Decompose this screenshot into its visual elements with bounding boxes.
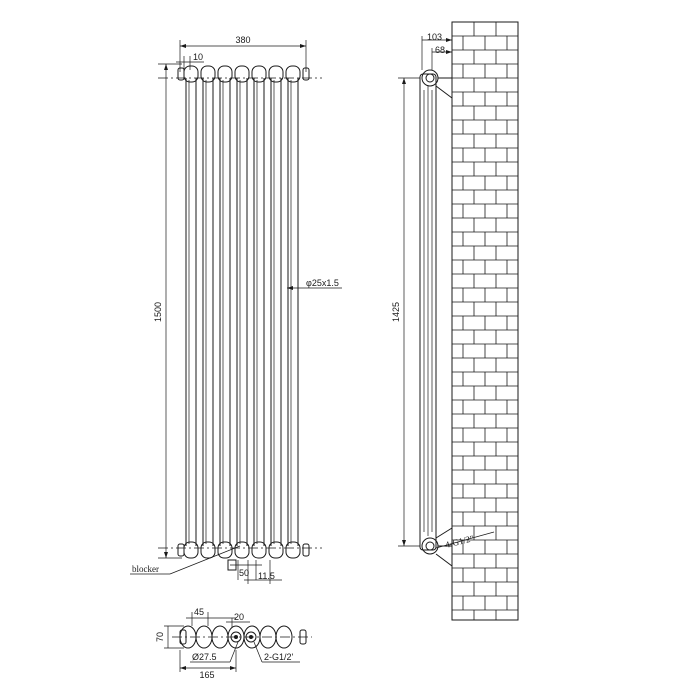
plan-connection-label: 2-G1/2' bbox=[264, 652, 294, 662]
width-label: 380 bbox=[235, 35, 250, 45]
plan-centre-label: 165 bbox=[199, 670, 214, 680]
gap-dimension bbox=[176, 56, 204, 70]
end-cap-left-bottom bbox=[177, 543, 185, 557]
plan-lobe bbox=[275, 625, 293, 649]
bottom-knuckle bbox=[251, 541, 267, 559]
top-knuckle bbox=[200, 65, 216, 83]
blocker-leader bbox=[169, 545, 241, 575]
side-thread-label: 4-G1/2" bbox=[444, 533, 475, 550]
plan-view: 45 20 70 Ø27.5 2-G1/2' 165 bbox=[155, 607, 312, 680]
spacing-label: 50 bbox=[239, 568, 249, 578]
side-centres-label: 1425 bbox=[391, 302, 401, 322]
bottom-knuckle bbox=[200, 541, 216, 559]
plan-depth-label: 70 bbox=[155, 632, 165, 642]
plan-cap-right bbox=[299, 629, 307, 645]
height-dimension bbox=[158, 63, 182, 559]
tube-label: φ25x1.5 bbox=[306, 278, 339, 288]
blocker-label: blocker bbox=[132, 564, 159, 574]
bottom-knuckle bbox=[217, 541, 233, 559]
side-view: 103 68 1425 4-G1/2" bbox=[391, 21, 519, 621]
radiator-columns bbox=[185, 78, 299, 546]
side-offset-label: 103 bbox=[427, 32, 442, 42]
top-knuckle bbox=[217, 65, 233, 83]
end-cap-left-top bbox=[177, 67, 185, 81]
front-top-header bbox=[177, 65, 310, 83]
plan-cap-left bbox=[179, 629, 187, 645]
bottom-knuckle bbox=[234, 541, 250, 559]
top-knuckle bbox=[251, 65, 267, 83]
top-knuckle bbox=[234, 65, 250, 83]
front-view: 380 10 1500 φ25x1.5 blocker bbox=[130, 35, 342, 584]
width-dimension bbox=[179, 40, 307, 72]
bottom-knuckle bbox=[268, 541, 284, 559]
brick-pattern bbox=[452, 21, 518, 620]
bottom-knuckle bbox=[285, 541, 301, 559]
plan-column-lobes bbox=[179, 625, 307, 649]
gap-label: 10 bbox=[193, 52, 203, 62]
top-knuckle bbox=[285, 65, 301, 83]
spacing-dimension bbox=[230, 560, 282, 584]
plan-connection-left bbox=[230, 631, 242, 643]
side-depth-label: 68 bbox=[435, 45, 445, 55]
end-cap-right-bottom bbox=[302, 543, 310, 557]
front-bottom-header bbox=[177, 541, 310, 559]
plan-connection-right bbox=[245, 631, 257, 643]
plan-gap-label: 20 bbox=[234, 612, 244, 622]
plan-diameter-label: Ø27.5 bbox=[192, 652, 217, 662]
top-knuckle bbox=[268, 65, 284, 83]
height-label: 1500 bbox=[153, 302, 163, 322]
plan-pitch-label: 45 bbox=[194, 607, 204, 617]
offset-label: 11.5 bbox=[258, 571, 275, 581]
